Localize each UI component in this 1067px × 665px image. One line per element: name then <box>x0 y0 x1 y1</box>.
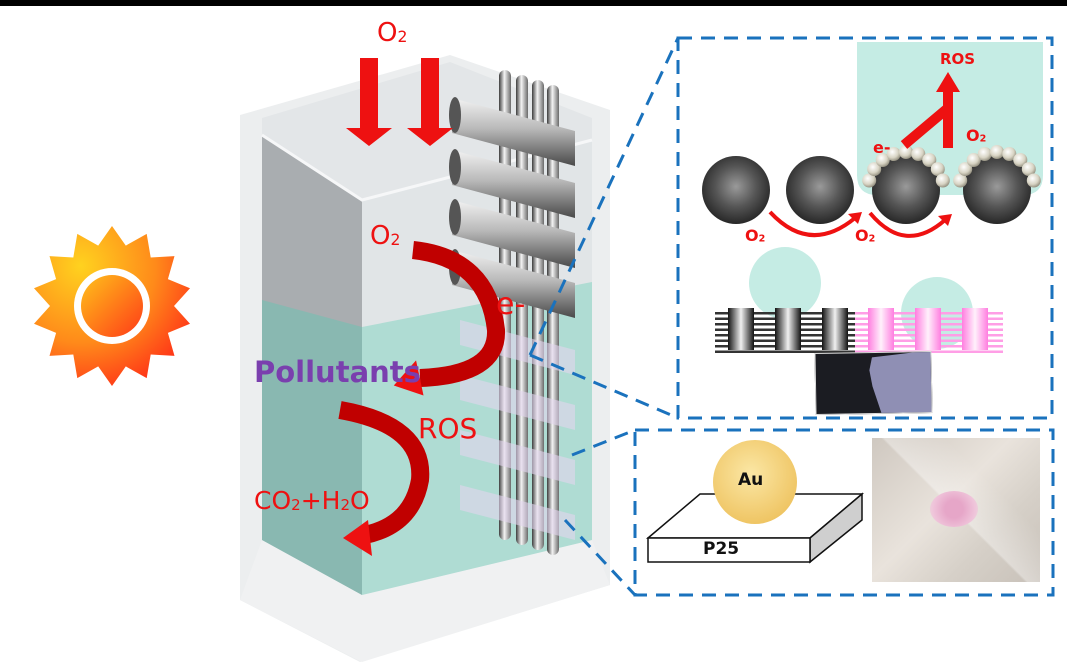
o2-mid-label: O2 <box>370 223 400 249</box>
mesh-fiber-pink <box>915 308 941 350</box>
au-pearl <box>1013 153 1028 167</box>
inset-o2-right-sub: 2 <box>979 133 987 145</box>
electron-label: e- <box>496 287 526 322</box>
top-black-band <box>0 0 1067 6</box>
ros-generation-arrow <box>900 72 960 149</box>
products-plus-h: +H <box>300 486 341 515</box>
au-pearl <box>977 147 992 161</box>
mesh-horizontal-fiber <box>452 98 575 166</box>
au-pearl <box>886 147 901 161</box>
sun-icon <box>34 226 190 386</box>
au-pearl <box>958 162 973 177</box>
mesh-fiber-dark <box>822 308 848 350</box>
products-o: O <box>349 486 370 515</box>
sphere-bare-1 <box>702 156 770 224</box>
products-sub-2: 2 <box>340 495 350 514</box>
inset-ros-label: ROS <box>940 50 976 68</box>
au-pearl <box>966 153 981 167</box>
inset-o2-center-sub: 2 <box>868 233 876 245</box>
au-pearl <box>1002 147 1017 161</box>
mesh-fiber-pink <box>962 308 988 350</box>
mesh-fiber-dark <box>728 308 754 350</box>
au-pearl <box>1021 162 1036 177</box>
mesh-strand-dark <box>715 350 855 353</box>
o2-mid-text: O <box>370 221 391 251</box>
products-sub-1: 2 <box>291 495 301 514</box>
au-pearl <box>899 145 913 159</box>
reaction-arrows <box>338 241 505 556</box>
sphere-bare-2 <box>786 156 854 224</box>
au-pearl <box>911 147 926 161</box>
au-pearl <box>930 162 945 177</box>
inset-o2-left-sub: 2 <box>758 233 766 245</box>
submerged-fiber <box>460 485 575 540</box>
inset-o2-left-label: O2 <box>745 228 765 244</box>
mesh-horizontal-fiber <box>452 150 575 218</box>
submerged-fiber <box>460 375 575 430</box>
au-p25-powder-photo <box>872 438 1040 582</box>
mesh-horizontal-fiber <box>452 200 575 268</box>
au-pearl <box>867 162 882 177</box>
au-pearl <box>922 153 937 167</box>
p25-slab-front <box>647 537 811 563</box>
o2-mid-subscript: 2 <box>390 230 401 249</box>
p25-label: P25 <box>703 539 740 559</box>
mesh-horizontal-fiber <box>452 250 575 318</box>
au-pearl <box>953 173 968 188</box>
pollutants-label: Pollutants <box>254 355 421 389</box>
mesh-fiber-pink <box>868 308 894 350</box>
o2-top-text: O <box>377 18 398 48</box>
mesh-fiber-dark <box>775 308 801 350</box>
au-pearl <box>935 173 950 188</box>
au-pearl <box>1026 173 1041 188</box>
au-pearl <box>862 173 877 188</box>
products-co: CO <box>254 486 292 515</box>
fiber-end <box>449 149 461 185</box>
au-pearl <box>875 153 890 167</box>
o2-inflow-arrows <box>346 58 453 146</box>
zoom-connectors <box>528 37 680 597</box>
inset-electron-label: e- <box>873 138 891 157</box>
au-nanoparticle <box>713 440 797 524</box>
mesh-cross-section <box>715 308 1003 353</box>
products-label: CO2+H2O <box>254 488 370 513</box>
inset-o2-right-text: O <box>966 126 980 145</box>
o2-transfer-arrows <box>768 210 952 238</box>
submerged-fiber <box>460 430 575 485</box>
fiber-end <box>449 97 461 133</box>
fiber-end <box>449 199 461 235</box>
inset-o2-center-text: O <box>855 226 869 245</box>
o2-top-label: O2 <box>377 20 407 46</box>
inset-o2-right-label: O2 <box>966 128 986 144</box>
coated-mesh-photo <box>814 350 933 416</box>
ros-label: ROS <box>418 412 478 445</box>
inset-o2-left-text: O <box>745 226 759 245</box>
o2-top-subscript: 2 <box>397 27 408 46</box>
au-p25-model <box>645 440 865 564</box>
sphere-coated-1 <box>872 156 940 224</box>
catalyst-spheres <box>702 145 1041 224</box>
fiber-mesh <box>449 70 575 555</box>
au-label: Au <box>738 470 764 490</box>
au-pearl <box>990 145 1004 159</box>
inset-o2-center-label: O2 <box>855 228 875 244</box>
sphere-coated-2 <box>963 156 1031 224</box>
